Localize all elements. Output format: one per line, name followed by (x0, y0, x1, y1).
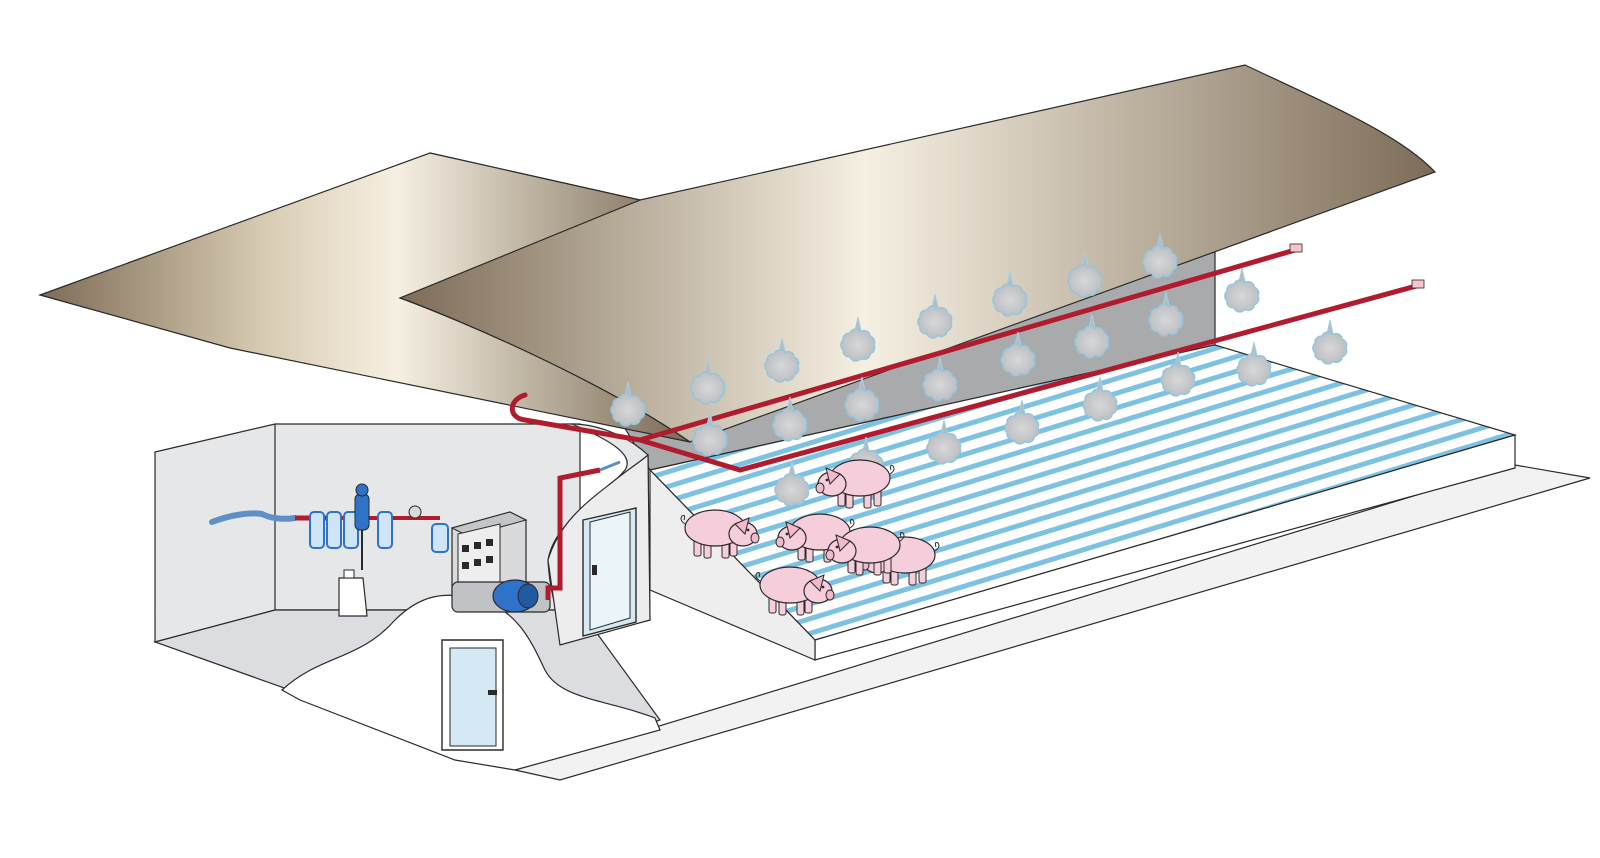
mist-pipes (509, 243, 1425, 473)
mist-clouds (610, 233, 1348, 507)
mist-cloud-icon (1312, 319, 1348, 365)
water-filter-icon (309, 511, 325, 549)
mist-cloud-icon (1000, 331, 1036, 377)
mist-cloud-icon (772, 396, 808, 442)
mist-cloud-icon (1148, 291, 1184, 337)
mist-cloud-icon (1160, 351, 1196, 397)
door-handle-icon (592, 565, 597, 575)
pig-icon (825, 526, 905, 576)
mist-cloud-icon (1067, 252, 1103, 298)
pig-icon (680, 509, 760, 559)
supply-pipe (545, 460, 621, 600)
water-container (338, 569, 368, 617)
mist-cloud-icon (1224, 267, 1260, 313)
mist-cloud-icon (764, 337, 800, 383)
ground (512, 464, 1591, 781)
mist-cloud-icon (1142, 233, 1178, 279)
mist-cloud-icon (774, 461, 810, 507)
door-front[interactable] (441, 639, 504, 751)
door-handle-icon (488, 690, 497, 695)
mist-cloud-icon (690, 359, 726, 405)
filter-tank (408, 505, 449, 553)
pump (451, 579, 551, 613)
mist-cloud-icon (1082, 376, 1118, 422)
pig-icon (815, 459, 895, 509)
water-filter-icon (326, 511, 342, 549)
mist-cloud-icon (1004, 399, 1040, 445)
mist-cloud-icon (844, 376, 880, 422)
water-filter-icon (377, 511, 393, 549)
pig-icon (755, 566, 835, 616)
mist-cloud-icon (692, 411, 728, 457)
mist-cloud-icon (1074, 313, 1110, 359)
mist-cloud-icon (917, 293, 953, 339)
mist-cloud-icon (992, 271, 1028, 317)
mist-cloud-icon (926, 419, 962, 465)
dosing-pump (354, 483, 370, 531)
water-filters (309, 511, 393, 549)
mist-cloud-icon (922, 356, 958, 402)
door-partition[interactable] (582, 507, 637, 637)
pigs (680, 459, 940, 616)
mist-cloud-icon (840, 316, 876, 362)
mist-cloud-icon (1236, 341, 1272, 387)
mist-cloud-icon (610, 381, 646, 427)
